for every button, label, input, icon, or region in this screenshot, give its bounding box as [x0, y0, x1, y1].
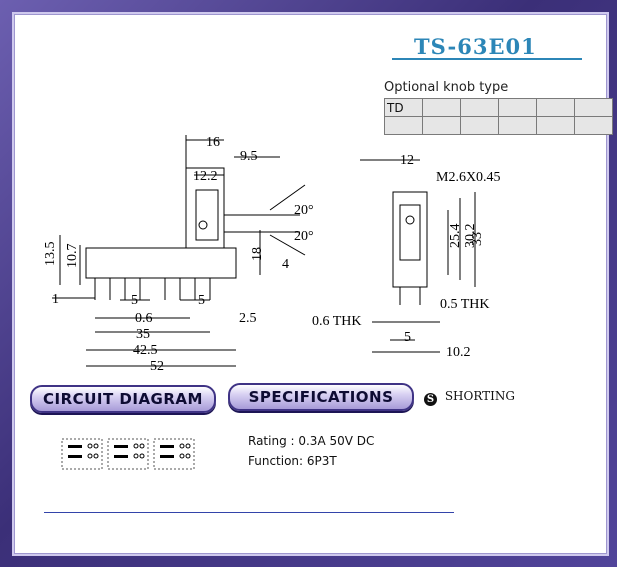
dim-12: 12: [400, 153, 414, 168]
shorting-icon: S: [424, 393, 437, 406]
dim-20-lower: 20°: [294, 229, 314, 244]
dim-18: 18: [250, 247, 265, 261]
knob-type-table: TD: [384, 98, 613, 135]
dim-5-front-right: 5: [198, 293, 205, 308]
dim-2-5: 2.5: [239, 311, 257, 326]
dim-42-5: 42.5: [133, 343, 158, 358]
dim-16: 16: [206, 135, 220, 150]
dim-30-2: 30.2: [463, 224, 478, 249]
circuit-diagram-button[interactable]: CIRCUIT DIAGRAM: [30, 385, 216, 413]
switch-body-front: [85, 247, 237, 279]
dim-9-5: 9.5: [240, 149, 258, 164]
dim-0-6-thk: 0.6 THK: [312, 314, 362, 329]
knob-type-label: Optional knob type: [384, 80, 509, 95]
shorting-legend: S SHORTING: [424, 389, 515, 406]
dim-33: 33: [470, 232, 485, 246]
dim-13-5: 13.5: [43, 242, 58, 267]
dim-35: 35: [136, 327, 150, 342]
shorting-label: SHORTING: [444, 389, 516, 403]
dim-20-upper: 20°: [294, 203, 314, 218]
dim-1: 1: [52, 292, 59, 307]
dim-10-7: 10.7: [65, 244, 80, 269]
part-number-title: TS-63E01: [414, 34, 537, 59]
circuit-diagram: [61, 438, 195, 470]
dim-25-4: 25.4: [448, 224, 463, 249]
dim-10-2: 10.2: [446, 345, 471, 360]
dim-5-side: 5: [404, 330, 411, 345]
dim-4: 4: [282, 257, 289, 272]
dim-5-front-left: 5: [131, 293, 138, 308]
spec-rating: Rating : 0.3A 50V DC: [248, 434, 375, 448]
knob-cell-empty: [574, 116, 613, 135]
specifications-button[interactable]: SPECIFICATIONS: [228, 383, 414, 411]
spec-function: Function: 6P3T: [248, 454, 337, 468]
title-underline: [392, 58, 582, 60]
dim-52: 52: [150, 359, 164, 374]
screw-spec: M2.6X0.45: [436, 170, 501, 185]
switch-body-side: [392, 191, 428, 288]
switch-housing-front: [185, 167, 225, 249]
dim-12-2: 12.2: [193, 169, 218, 184]
dim-0-6: 0.6: [135, 311, 153, 326]
dim-0-5-thk: 0.5 THK: [440, 297, 490, 312]
bottom-divider: [44, 512, 454, 513]
